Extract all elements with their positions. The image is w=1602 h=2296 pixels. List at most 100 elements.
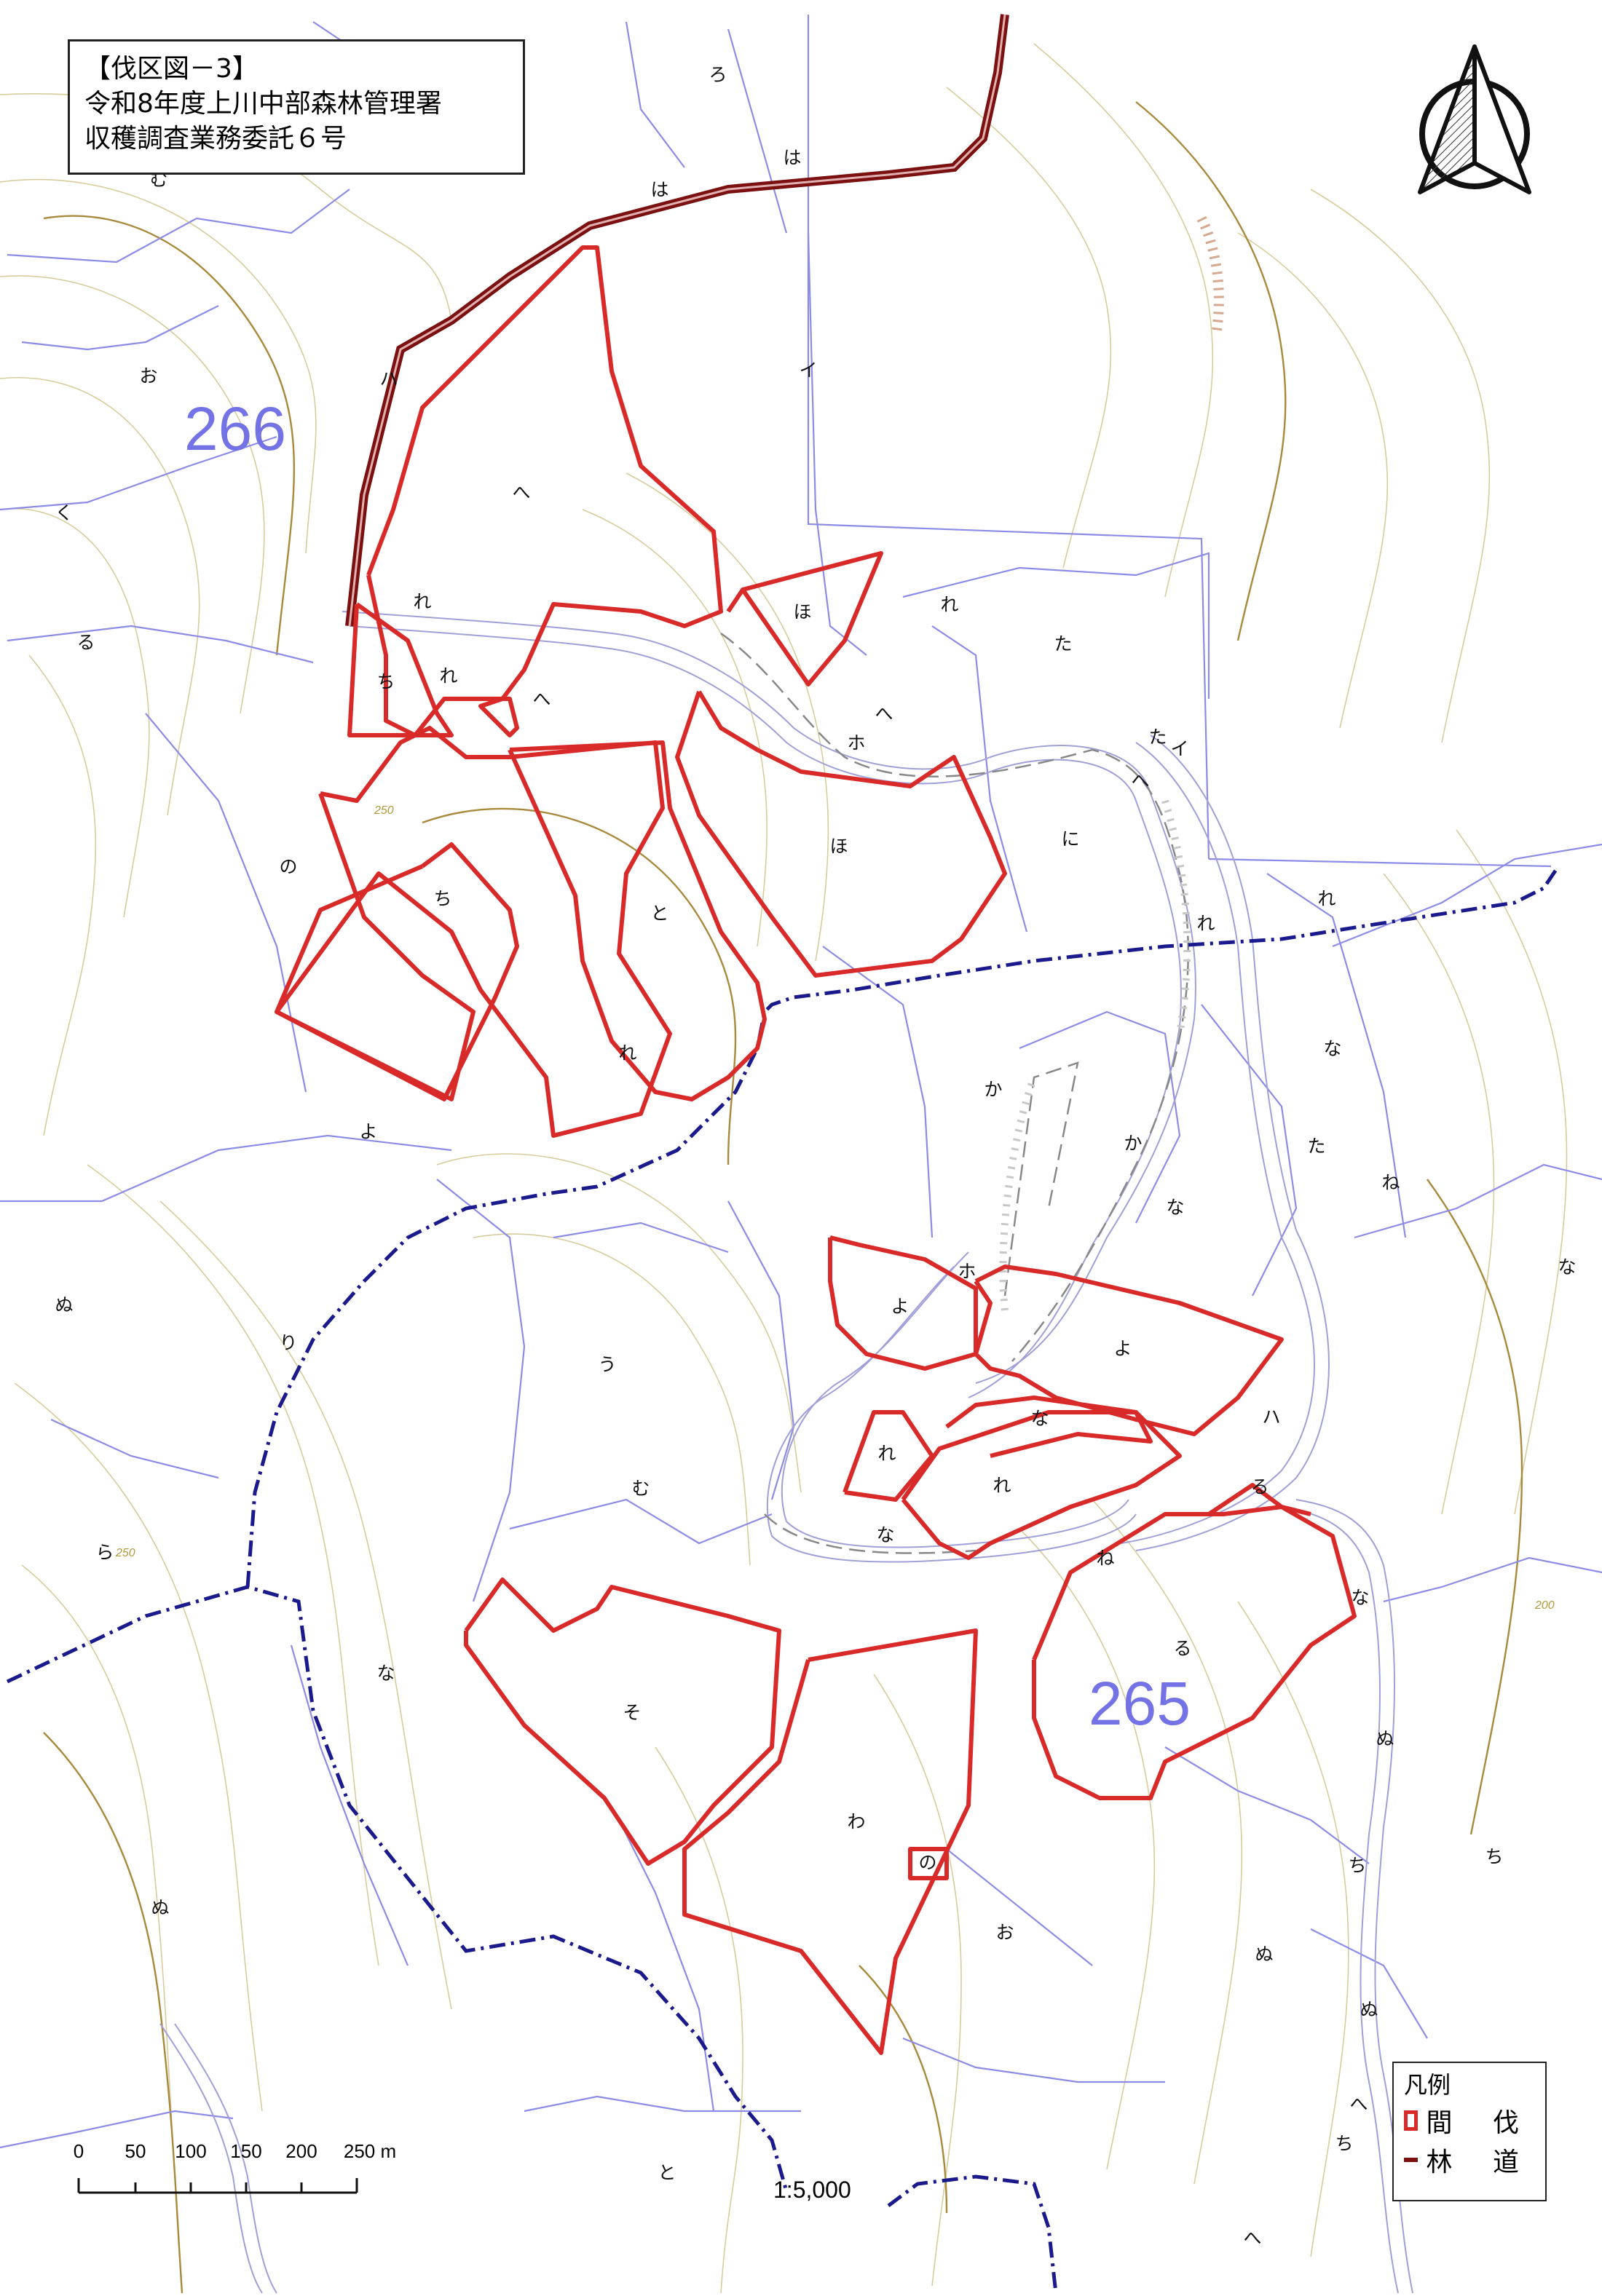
scale-tick-label: 250 m <box>343 2140 397 2162</box>
subcompartment-label: ハ <box>379 368 398 389</box>
subcompartment-label: ぬ <box>1360 1999 1378 2020</box>
subcompartment-label: た <box>1054 633 1072 654</box>
legend-label-thinning: 間 伐 <box>1426 2108 1535 2138</box>
subcompartment-boundaries <box>0 15 1602 2149</box>
subcompartment-label: む <box>631 1478 650 1499</box>
stand-outline <box>275 842 519 1101</box>
contour-label: 250 <box>374 804 394 817</box>
subcompartment-label: よ <box>1113 1338 1132 1359</box>
scale-tick-label: 100 <box>175 2140 207 2162</box>
index-contour-lines <box>43 101 1523 2294</box>
subcompartment-label: お <box>995 1922 1014 1943</box>
subcompartment-label: ね <box>1381 1172 1400 1193</box>
subcompartment-label: ぬ <box>151 1897 169 1918</box>
subcompartment-label: れ <box>940 594 958 615</box>
subcompartment-label: ほ <box>829 836 848 857</box>
stand-outline <box>508 740 767 1101</box>
stand-outline <box>828 1235 978 1371</box>
subcompartment-label: な <box>1030 1408 1049 1429</box>
stand-outline <box>974 1264 1284 1436</box>
subcompartment-label: か <box>1124 1133 1142 1154</box>
scale-tick-label: 0 <box>73 2140 84 2162</box>
strip-roads <box>720 632 1189 1554</box>
subcompartment-label: れ <box>413 591 431 612</box>
subcompartment-labels: ろ む は は イ ハ お へ く る れ れ ほ た ち れ へ へ ホ た … <box>55 64 1576 2249</box>
stand-outline <box>1207 1483 1311 1516</box>
subcompartment-label: れ <box>618 1042 636 1064</box>
subcompartment-label: る <box>1250 1476 1268 1497</box>
subcompartment-label: イ <box>799 360 817 381</box>
stand-outline <box>726 551 883 686</box>
subcompartment-label: ち <box>1348 1855 1366 1876</box>
subcompartment-label: ぬ <box>1376 1728 1394 1749</box>
subcompartment-label: ろ <box>709 64 727 85</box>
stand-outline <box>275 726 672 1138</box>
map-subtitle-office: 令和8年度上川中部森林管理署 <box>84 89 442 119</box>
subcompartment-label: へ <box>532 689 551 710</box>
subcompartment-label: へ <box>875 703 893 724</box>
subcompartment-label: へ <box>512 482 530 503</box>
map-title-box: 【伐区図－3】 令和8年度上川中部森林管理署 収穫調査業務委託６号 <box>68 39 525 175</box>
subcompartment-label: り <box>279 1332 297 1353</box>
subcompartment-label: へ <box>1243 2228 1261 2249</box>
subcompartment-label: は <box>650 179 668 200</box>
scale-ratio: 1:5,000 <box>773 2177 851 2203</box>
contour-label: 250 <box>115 1547 135 1559</box>
subcompartment-label: お <box>139 365 157 387</box>
subcompartment-label: ち <box>376 671 395 692</box>
scale-tick-label: 200 <box>285 2140 317 2162</box>
compartment-number: 265 <box>1089 1669 1191 1738</box>
legend: 凡例 間 伐 林 道 <box>1392 2062 1547 2201</box>
contour-lines <box>0 43 1568 2294</box>
scale-bar-ruler <box>77 2178 358 2194</box>
subcompartment-label: の <box>279 856 297 877</box>
subcompartment-label: へ <box>1349 2094 1368 2115</box>
subcompartment-label: な <box>876 1524 894 1545</box>
subcompartment-label: れ <box>993 1475 1011 1496</box>
subcompartment-label: ち <box>1485 1846 1503 1867</box>
stand-outline <box>464 1577 781 1866</box>
subcompartment-label: た <box>1307 1136 1325 1157</box>
stand-outline <box>675 690 1007 978</box>
scale-tick-label: 150 <box>230 2140 262 2162</box>
map-title: 【伐区図－3】 <box>84 54 259 84</box>
legend-item-forest-road: 林 道 <box>1404 2140 1535 2180</box>
subcompartment-label: は <box>783 147 801 168</box>
compartment-number: 266 <box>184 395 286 463</box>
subcompartment-label: る <box>76 632 95 653</box>
subcompartment-label: れ <box>1196 913 1215 934</box>
forest-road <box>345 14 1009 627</box>
stand-outline <box>682 1628 978 2055</box>
subcompartment-label: く <box>55 502 73 523</box>
scale-bar: 0 50 100 150 200 250 m <box>66 2140 430 2206</box>
map-subtitle-contract: 収穫調査業務委託６号 <box>84 124 347 154</box>
subcompartment-label: れ <box>439 665 457 686</box>
stand-outline <box>843 1410 934 1502</box>
subcompartment-label: ホ <box>847 732 865 753</box>
subcompartment-label: に <box>1061 828 1079 850</box>
stand-outline <box>945 1396 1153 1458</box>
subcompartment-label: よ <box>891 1296 909 1317</box>
subcompartment-label: ら <box>95 1542 114 1563</box>
subcompartment-label: ホ <box>958 1261 976 1282</box>
subcompartment-label: な <box>1323 1038 1341 1059</box>
stand-outline <box>1032 1505 1357 1800</box>
subcompartment-label: と <box>650 903 668 924</box>
subcompartment-label: な <box>1166 1197 1184 1218</box>
subcompartment-label: ぬ <box>1255 1944 1273 1965</box>
subcompartment-label: ハ <box>1262 1406 1280 1428</box>
subcompartment-label: た <box>1148 727 1167 748</box>
stand-outline <box>347 602 454 737</box>
subcompartment-label: ほ <box>793 601 811 622</box>
subcompartment-label: と <box>658 2162 676 2183</box>
stand-outline <box>908 1847 949 1880</box>
legend-title: 凡例 <box>1404 2071 1451 2099</box>
compartment-boundary <box>6 865 1560 2294</box>
subcompartment-label: ぬ <box>55 1294 73 1315</box>
subcompartment-label: の <box>918 1852 936 1873</box>
subcompartment-label: な <box>376 1663 395 1684</box>
subcompartment-label: よ <box>359 1121 377 1142</box>
stand-outline <box>901 1410 1182 1560</box>
